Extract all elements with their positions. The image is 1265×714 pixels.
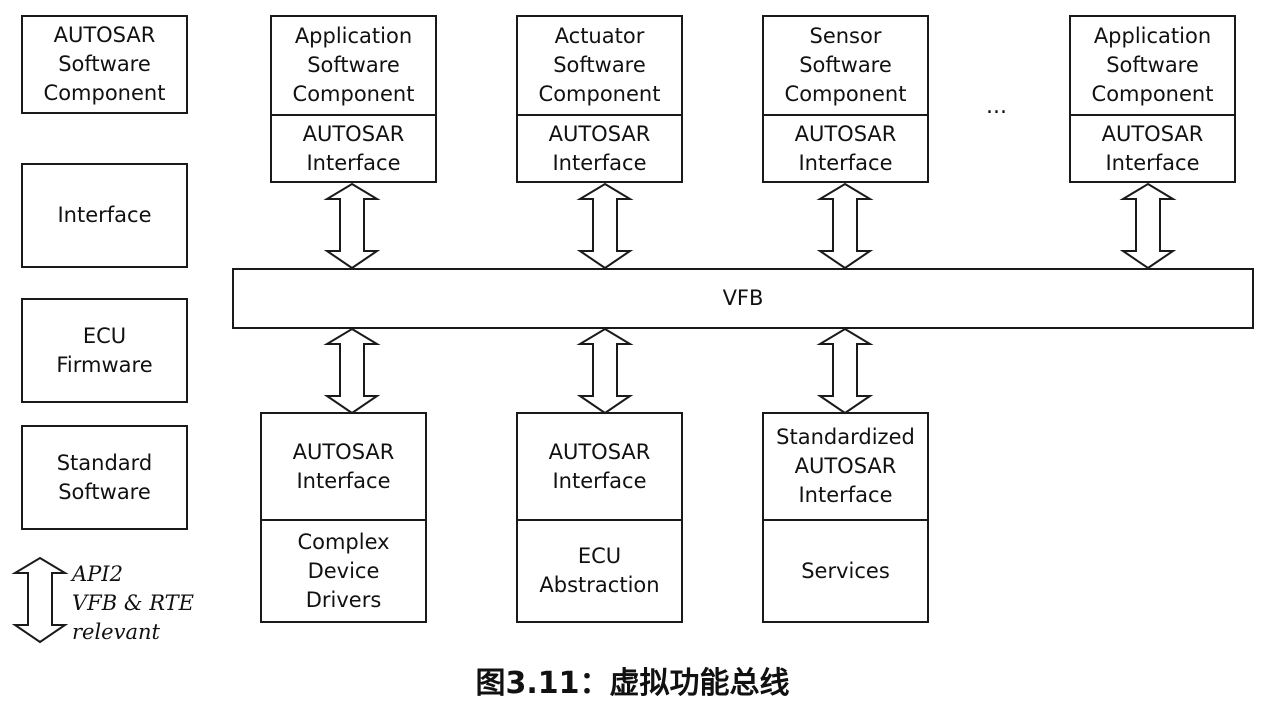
module-label: ECU Abstraction (518, 519, 681, 621)
interface-label: AUTOSAR Interface (272, 114, 435, 181)
legend-double-arrow-icon (14, 557, 66, 643)
top-component-2: Actuator Software Component AUTOSAR Inte… (516, 15, 683, 183)
legend-software-component-box: AUTOSAR Software Component (21, 15, 188, 114)
double-arrow-icon (326, 328, 378, 414)
vfb-bus: VFB (232, 268, 1254, 329)
legend-ecu-firmware-box: ECU Firmware (21, 298, 188, 403)
legend-standard-software-box: Standard Software (21, 425, 188, 530)
component-label: Application Software Component (1091, 24, 1214, 106)
interface-label: Standardized AUTOSAR Interface (776, 425, 915, 507)
top-component-1: Application Software Component AUTOSAR I… (270, 15, 437, 183)
component-label: Actuator Software Component (538, 24, 661, 106)
legend-arrow-line-3: relevant (72, 620, 160, 644)
double-arrow-icon (326, 183, 378, 269)
component-label: Application Software Component (292, 24, 415, 106)
double-arrow-icon (579, 183, 631, 269)
top-component-3: Sensor Software Component AUTOSAR Interf… (762, 15, 929, 183)
module-label: Complex Device Drivers (262, 519, 425, 621)
bottom-module-2: AUTOSAR Interface ECU Abstraction (516, 412, 683, 623)
double-arrow-icon (1122, 183, 1174, 269)
bottom-module-1: AUTOSAR Interface Complex Device Drivers (260, 412, 427, 623)
interface-label: AUTOSAR Interface (518, 114, 681, 181)
top-component-4: Application Software Component AUTOSAR I… (1069, 15, 1236, 183)
bottom-module-3: Standardized AUTOSAR Interface Services (762, 412, 929, 623)
double-arrow-icon (579, 328, 631, 414)
legend-arrow-line-2: VFB & RTE (72, 591, 194, 615)
figure-caption: 图3.11：虚拟功能总线 (475, 666, 790, 701)
interface-label: AUTOSAR Interface (292, 439, 395, 493)
module-label: Services (764, 519, 927, 621)
interface-label: AUTOSAR Interface (548, 439, 651, 493)
legend-interface-box: Interface (21, 163, 188, 268)
interface-label: AUTOSAR Interface (1071, 114, 1234, 181)
legend-arrow-description: API2 VFB & RTE relevant (72, 560, 194, 647)
interface-label: AUTOSAR Interface (764, 114, 927, 181)
more-components-ellipsis: ... (986, 94, 1007, 119)
component-label: Sensor Software Component (784, 24, 907, 106)
double-arrow-icon (819, 183, 871, 269)
double-arrow-icon (819, 328, 871, 414)
legend-arrow-line-1: API2 (72, 562, 123, 586)
